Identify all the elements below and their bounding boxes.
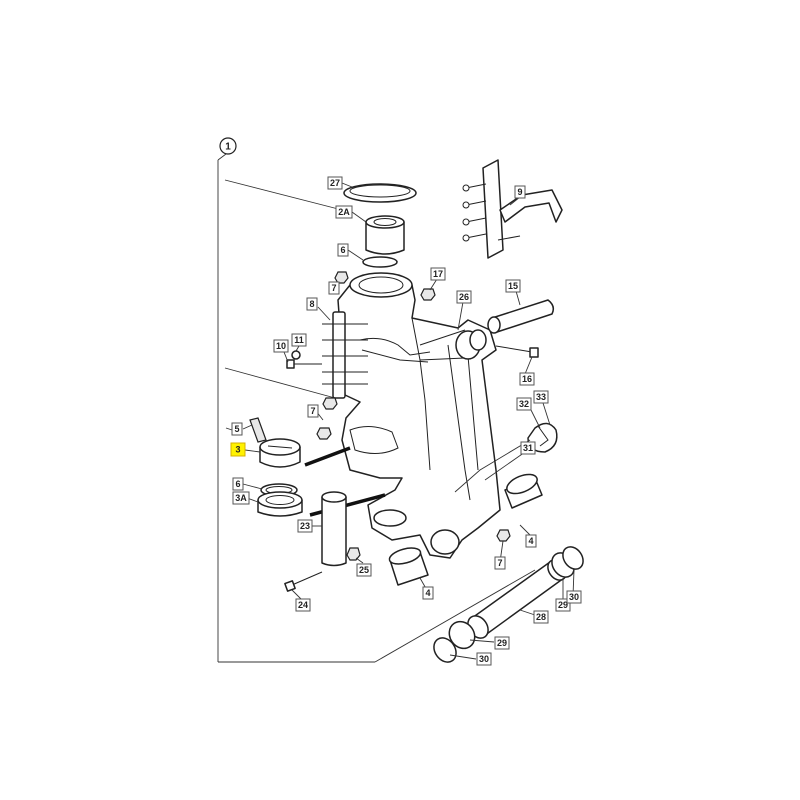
bushing-4-left: [388, 547, 429, 586]
svg-text:25: 25: [359, 565, 369, 575]
figure-number: 1: [225, 142, 231, 153]
washer-11: [291, 350, 301, 360]
label-7-mid[interactable]: 7: [307, 404, 319, 418]
stud-plate-8: [322, 311, 368, 399]
main-housing: [337, 272, 501, 559]
label-17[interactable]: 17: [430, 267, 446, 281]
svg-text:29: 29: [558, 600, 568, 610]
label-32[interactable]: 32: [516, 397, 532, 411]
plug-3a: [257, 491, 303, 517]
svg-text:8: 8: [309, 299, 314, 309]
svg-text:7: 7: [497, 558, 502, 568]
nut-7-mid-2: [316, 427, 332, 440]
svg-text:26: 26: [459, 292, 469, 302]
label-30-lower[interactable]: 30: [476, 652, 492, 666]
pin-15: [487, 299, 555, 334]
svg-text:32: 32: [519, 399, 529, 409]
label-30-upper[interactable]: 30: [566, 590, 582, 604]
svg-text:23: 23: [300, 521, 310, 531]
svg-text:3A: 3A: [235, 493, 247, 503]
cap-3: [259, 438, 301, 468]
svg-text:6: 6: [340, 245, 345, 255]
bolt-5: [249, 417, 267, 443]
label-7-lower[interactable]: 7: [494, 556, 506, 570]
label-27[interactable]: 27: [327, 176, 343, 190]
nut-17: [420, 288, 436, 301]
label-3a[interactable]: 3A: [232, 491, 250, 505]
svg-text:16: 16: [522, 374, 532, 384]
svg-text:15: 15: [508, 281, 518, 291]
svg-text:24: 24: [298, 600, 308, 610]
circlip-30-upper: [562, 546, 584, 570]
label-28[interactable]: 28: [533, 610, 549, 624]
part-labels: 27 2A 6 9 17 26 15 8 7 11 10 16 7 32 33 …: [230, 176, 582, 666]
svg-text:6: 6: [235, 479, 240, 489]
label-24[interactable]: 24: [295, 598, 311, 612]
label-16[interactable]: 16: [519, 372, 535, 386]
top-seal-ring: [343, 183, 417, 203]
bushing-4-right: [504, 473, 543, 509]
label-8[interactable]: 8: [306, 297, 318, 311]
svg-text:7: 7: [310, 406, 315, 416]
bolt-10: [286, 359, 322, 369]
svg-text:17: 17: [433, 269, 443, 279]
svg-text:28: 28: [536, 612, 546, 622]
label-31[interactable]: 31: [520, 441, 536, 455]
circlip-30-lower: [433, 637, 457, 663]
pin-23: [321, 491, 347, 567]
leader-lines: [225, 182, 575, 660]
label-29-lower[interactable]: 29: [494, 636, 510, 650]
label-3-highlighted[interactable]: 3: [230, 442, 246, 457]
bolt-24: [284, 571, 323, 592]
svg-text:30: 30: [569, 592, 579, 602]
label-10[interactable]: 10: [273, 339, 289, 353]
svg-text:5: 5: [234, 424, 239, 434]
label-5[interactable]: 5: [231, 422, 243, 436]
svg-text:3: 3: [235, 445, 240, 455]
svg-text:4: 4: [528, 536, 533, 546]
label-4-left[interactable]: 4: [422, 586, 434, 600]
svg-text:4: 4: [425, 588, 430, 598]
svg-text:30: 30: [479, 654, 489, 664]
label-7-top[interactable]: 7: [328, 281, 340, 295]
upper-o-ring: [362, 256, 398, 268]
svg-text:29: 29: [497, 638, 507, 648]
nut-7-top: [334, 271, 349, 284]
label-6-upper[interactable]: 6: [337, 243, 349, 257]
svg-text:33: 33: [536, 392, 546, 402]
upper-bushing: [365, 215, 405, 255]
svg-text:11: 11: [294, 335, 304, 345]
label-6-lower[interactable]: 6: [232, 477, 244, 491]
label-23[interactable]: 23: [297, 519, 313, 533]
label-26[interactable]: 26: [456, 290, 472, 304]
figure-reference: 1: [219, 137, 237, 155]
label-9[interactable]: 9: [514, 185, 526, 199]
bolt-16: [495, 345, 539, 358]
bracket-lines: [217, 153, 536, 663]
manifold-9: [462, 159, 563, 259]
label-11[interactable]: 11: [291, 333, 307, 347]
nut-7-lower: [496, 529, 511, 542]
label-4-right[interactable]: 4: [525, 534, 537, 548]
svg-text:31: 31: [523, 443, 533, 453]
pivot-shaft-26: [419, 329, 487, 361]
svg-text:27: 27: [330, 178, 340, 188]
svg-text:10: 10: [276, 341, 286, 351]
label-25[interactable]: 25: [356, 563, 372, 577]
nut-25: [346, 547, 361, 561]
label-15[interactable]: 15: [505, 279, 521, 293]
svg-text:2A: 2A: [338, 207, 350, 217]
svg-text:9: 9: [517, 187, 522, 197]
label-33[interactable]: 33: [533, 390, 549, 404]
nut-7-mid: [322, 397, 338, 410]
label-2a[interactable]: 2A: [335, 205, 353, 219]
svg-text:7: 7: [331, 283, 336, 293]
